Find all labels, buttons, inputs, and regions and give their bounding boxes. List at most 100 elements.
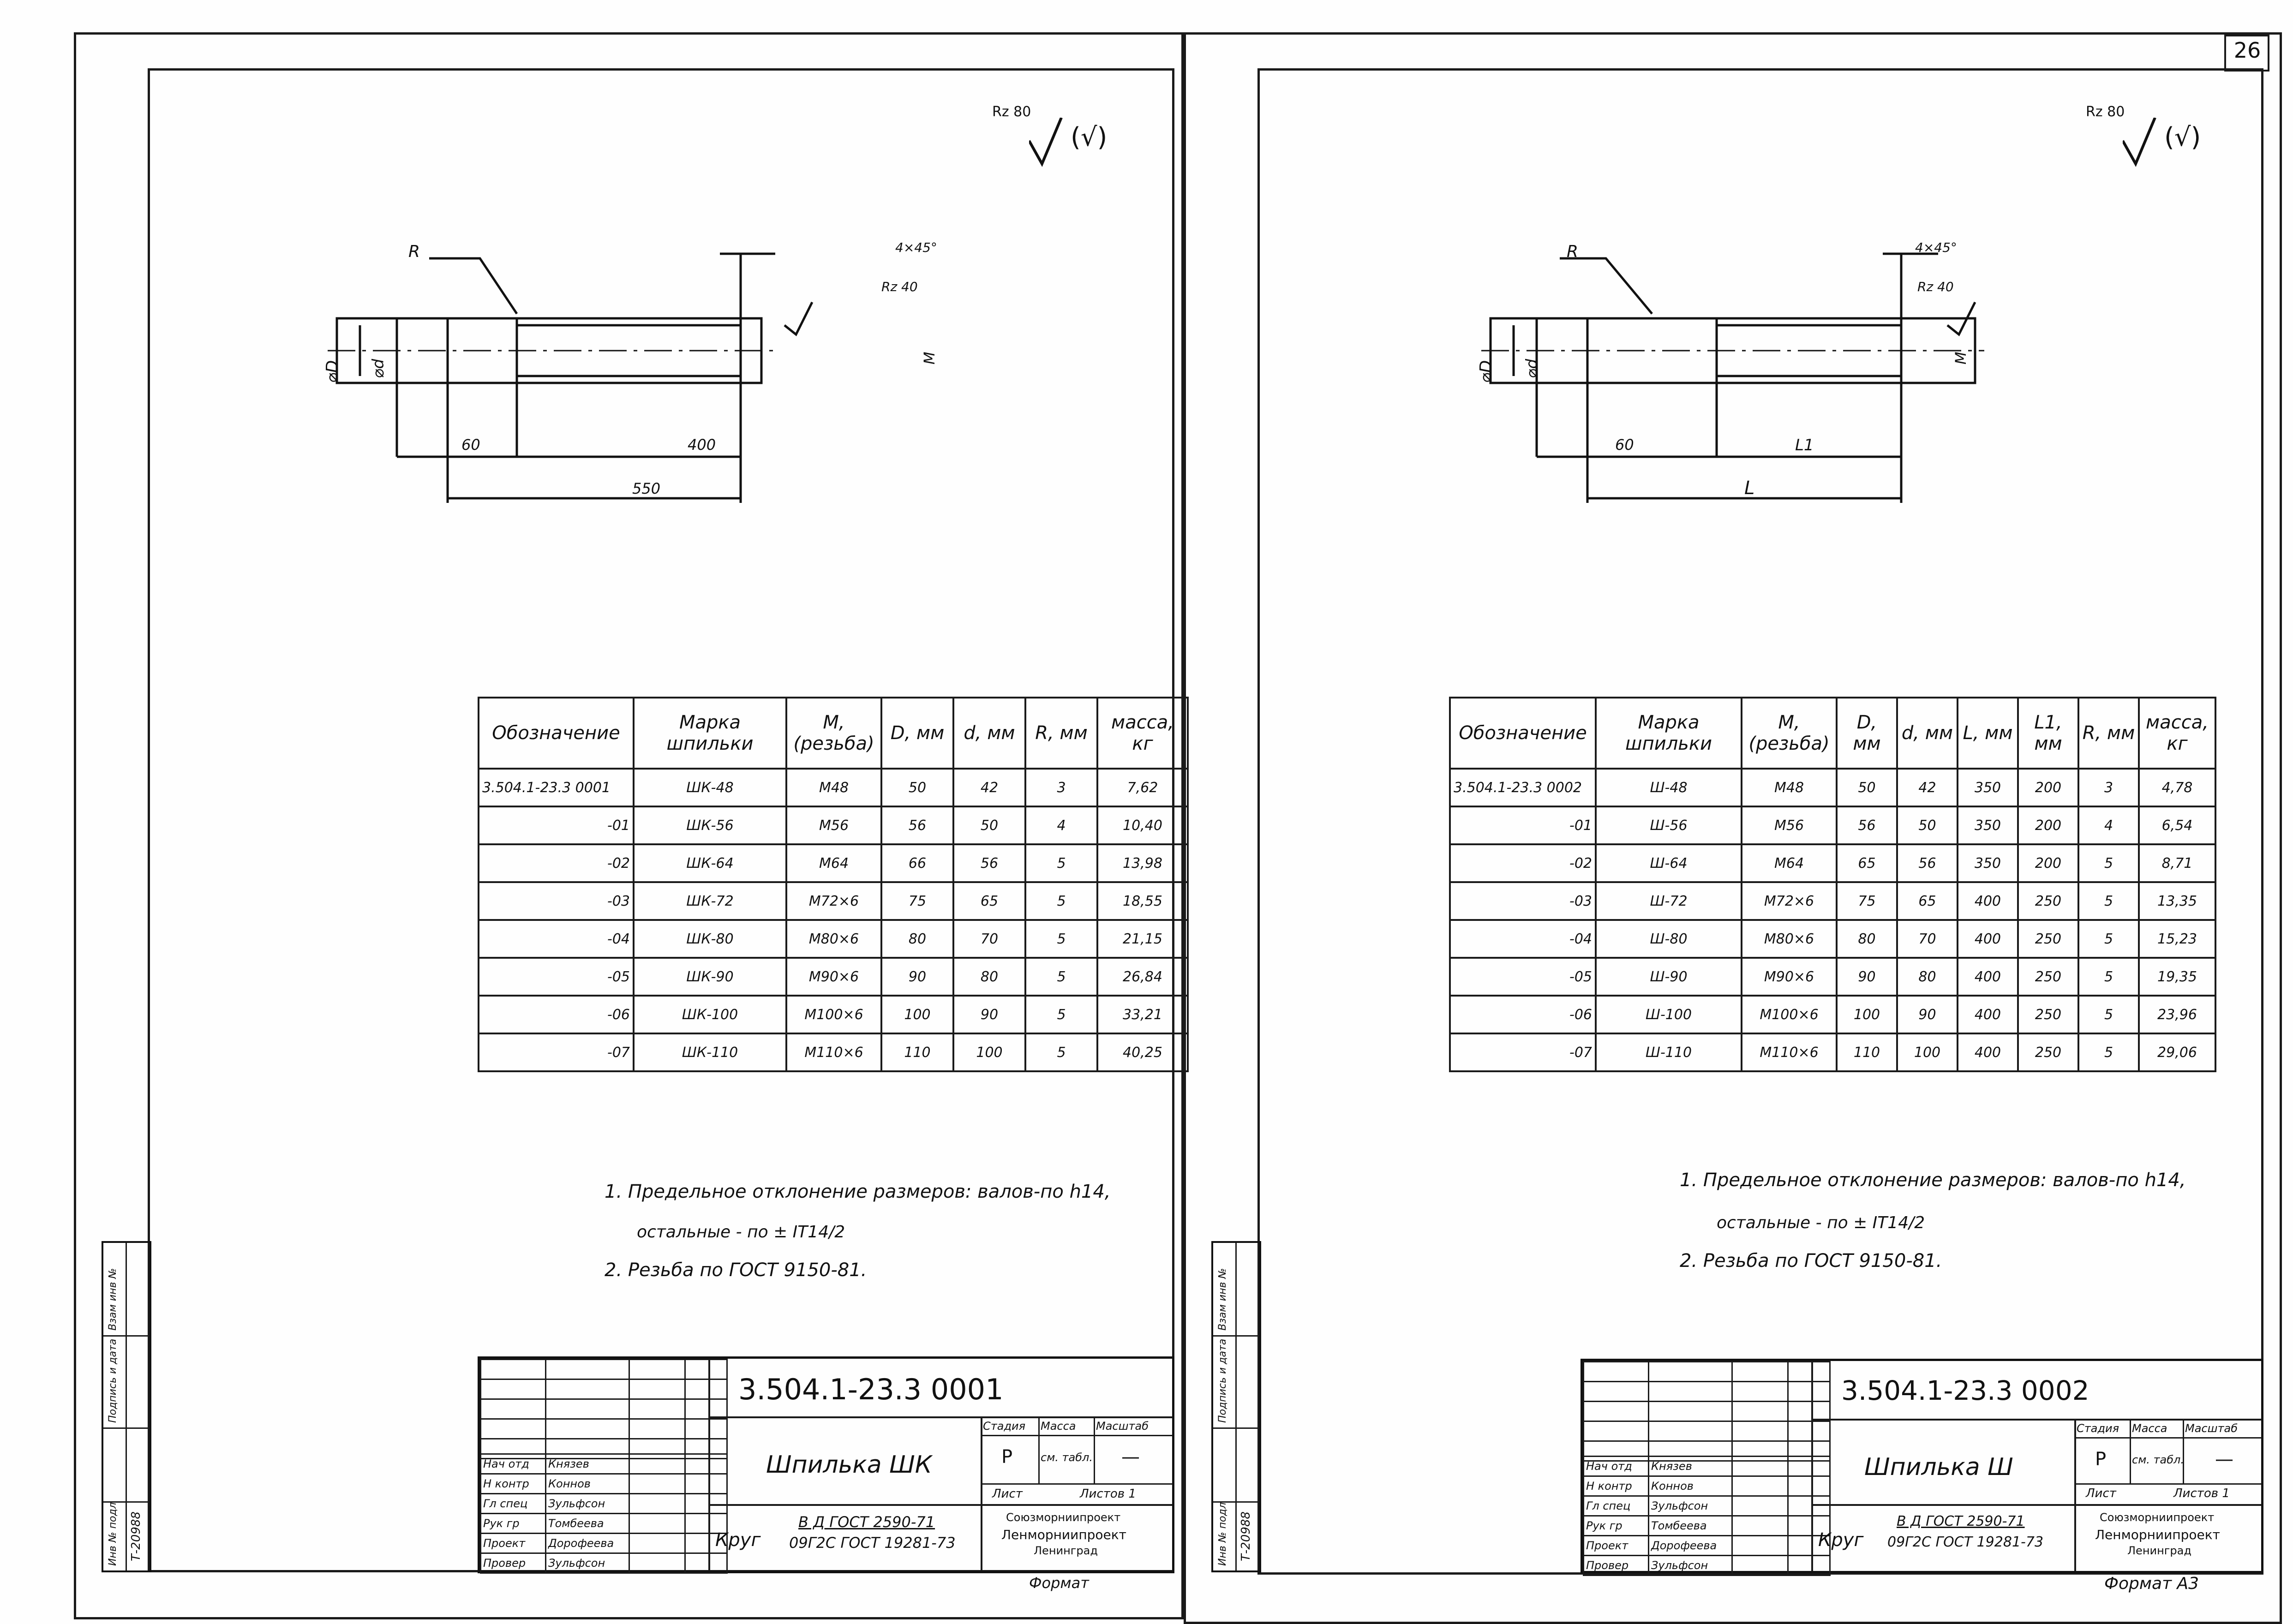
right-name-4: Дорофеева	[1648, 1535, 1733, 1556]
table-cell: 350	[1957, 768, 2019, 807]
table-cell: 250	[2017, 919, 2079, 959]
table-cell: 4	[2077, 806, 2140, 845]
table-cell: 80	[952, 957, 1026, 997]
left-th-designation: Обозначение	[478, 697, 635, 770]
table-cell: 200	[2017, 806, 2079, 845]
table-cell: M100×6	[1741, 995, 1838, 1034]
table-cell: 7,62	[1096, 768, 1189, 807]
table-cell: 90	[880, 957, 954, 997]
table-cell: ШК-72	[633, 881, 787, 921]
left-stud-drawing	[328, 252, 814, 503]
table-cell: 250	[2017, 1033, 2079, 1072]
table-cell: M48	[1741, 768, 1838, 807]
left-stamp-num: Т-20988	[129, 1511, 143, 1561]
right-role-5: Провер	[1583, 1555, 1649, 1576]
table-cell: -05	[1449, 957, 1597, 997]
table-cell: 56	[880, 806, 954, 845]
table-cell: 50	[1836, 768, 1898, 807]
right-th-L1: L1, мм	[2017, 697, 2079, 770]
table-cell: -06	[1449, 995, 1597, 1034]
table-cell: 13,98	[1096, 843, 1189, 883]
table-cell: 400	[1957, 995, 2019, 1034]
format-label-left: Формат	[1029, 1574, 1089, 1592]
right-face-roughness: Rz 40	[1917, 279, 1954, 294]
right-role-0: Нач отд	[1583, 1456, 1649, 1477]
left-roughness-check-icon	[1029, 118, 1063, 167]
left-roughness-value: Rz 80	[992, 104, 1031, 120]
right-org-1: Союзморниипроект	[2100, 1511, 2215, 1524]
table-cell: 65	[1896, 881, 1958, 921]
left-org-1: Союзморниипроект	[1006, 1511, 1121, 1524]
table-cell: 5	[1024, 881, 1098, 921]
right-dia-d-label: ⌀d	[1523, 358, 1541, 378]
table-cell: ШК-64	[633, 843, 787, 883]
left-name-5: Зульфсон	[545, 1552, 630, 1574]
table-cell: 75	[1836, 881, 1898, 921]
table-cell: 21,15	[1096, 919, 1189, 959]
table-cell: 5	[2077, 919, 2140, 959]
right-name-3: Томбеева	[1648, 1515, 1733, 1536]
right-mass-header: Масса	[2132, 1422, 2167, 1435]
table-cell: 110	[1836, 1033, 1898, 1072]
right-th-thread: M, (резьба)	[1741, 697, 1838, 770]
left-dim-small: 60	[461, 436, 480, 454]
table-cell: M90×6	[1741, 957, 1838, 997]
left-doc-code: 3.504.1-23.3 0001	[738, 1373, 1004, 1406]
table-cell: 3	[2077, 768, 2140, 807]
right-roughness-check-icon	[2123, 118, 2156, 167]
table-cell: 5	[1024, 843, 1098, 883]
table-cell: 18,55	[1096, 881, 1189, 921]
table-cell: 3.504.1-23.3 0001	[478, 768, 635, 807]
left-dia-d-label: ⌀d	[369, 358, 388, 378]
table-cell: 250	[2017, 881, 2079, 921]
table-cell: 200	[2017, 843, 2079, 883]
table-cell: 56	[1836, 806, 1898, 845]
right-name-1: Коннов	[1648, 1475, 1733, 1497]
right-name-5: Зульфсон	[1648, 1555, 1733, 1576]
table-cell: 350	[1957, 843, 2019, 883]
right-roughness-paren: (√)	[2164, 122, 2201, 152]
table-cell: 110	[880, 1033, 954, 1072]
right-part-name: Шпилька Ш	[1864, 1453, 2013, 1481]
right-note-2: 2. Резьба по ГОСТ 9150-81.	[1680, 1250, 1942, 1272]
table-cell: 42	[952, 768, 1026, 807]
right-th-L: L, мм	[1957, 697, 2019, 770]
right-dim-mid: L1	[1795, 436, 1814, 454]
table-cell: 66	[880, 843, 954, 883]
table-cell: 3.504.1-23.3 0002	[1449, 768, 1597, 807]
table-cell: ШК-48	[633, 768, 787, 807]
right-stud-drawing	[1481, 252, 1984, 503]
left-name-4: Дорофеева	[545, 1533, 630, 1554]
table-cell: 65	[952, 881, 1026, 921]
table-cell: 400	[1957, 957, 2019, 997]
left-th-R: R, мм	[1024, 697, 1098, 770]
table-cell: Ш-110	[1595, 1033, 1742, 1072]
left-spec-table: Обозначение Марка шпильки M, (резьба) D,…	[478, 697, 1189, 1072]
right-role-2: Гл спец	[1583, 1495, 1649, 1517]
left-table-header-row: Обозначение Марка шпильки M, (резьба) D,…	[478, 697, 1189, 770]
right-chamfer-label: 4×45°	[1915, 240, 1957, 255]
right-role-4: Проект	[1583, 1535, 1649, 1556]
left-note-2: 2. Резьба по ГОСТ 9150-81.	[605, 1260, 867, 1281]
table-cell: 5	[2077, 881, 2140, 921]
table-cell: 200	[2017, 768, 2079, 807]
right-stamp-num: Т-20988	[1239, 1511, 1253, 1561]
left-name-2: Зульфсон	[545, 1493, 630, 1514]
table-cell: 10,40	[1096, 806, 1189, 845]
table-cell: 100	[952, 1033, 1026, 1072]
left-roughness-paren: (√)	[1071, 122, 1108, 152]
table-cell: 65	[1836, 843, 1898, 883]
left-stamp-repl: Взам инв №	[107, 1268, 119, 1331]
right-role-1: Н контр	[1583, 1475, 1649, 1497]
table-cell: Ш-48	[1595, 768, 1742, 807]
right-stage-header: Стадия	[2077, 1422, 2119, 1435]
left-stage-header: Стадия	[983, 1420, 1026, 1433]
table-cell: 50	[880, 768, 954, 807]
table-cell: 250	[2017, 995, 2079, 1034]
